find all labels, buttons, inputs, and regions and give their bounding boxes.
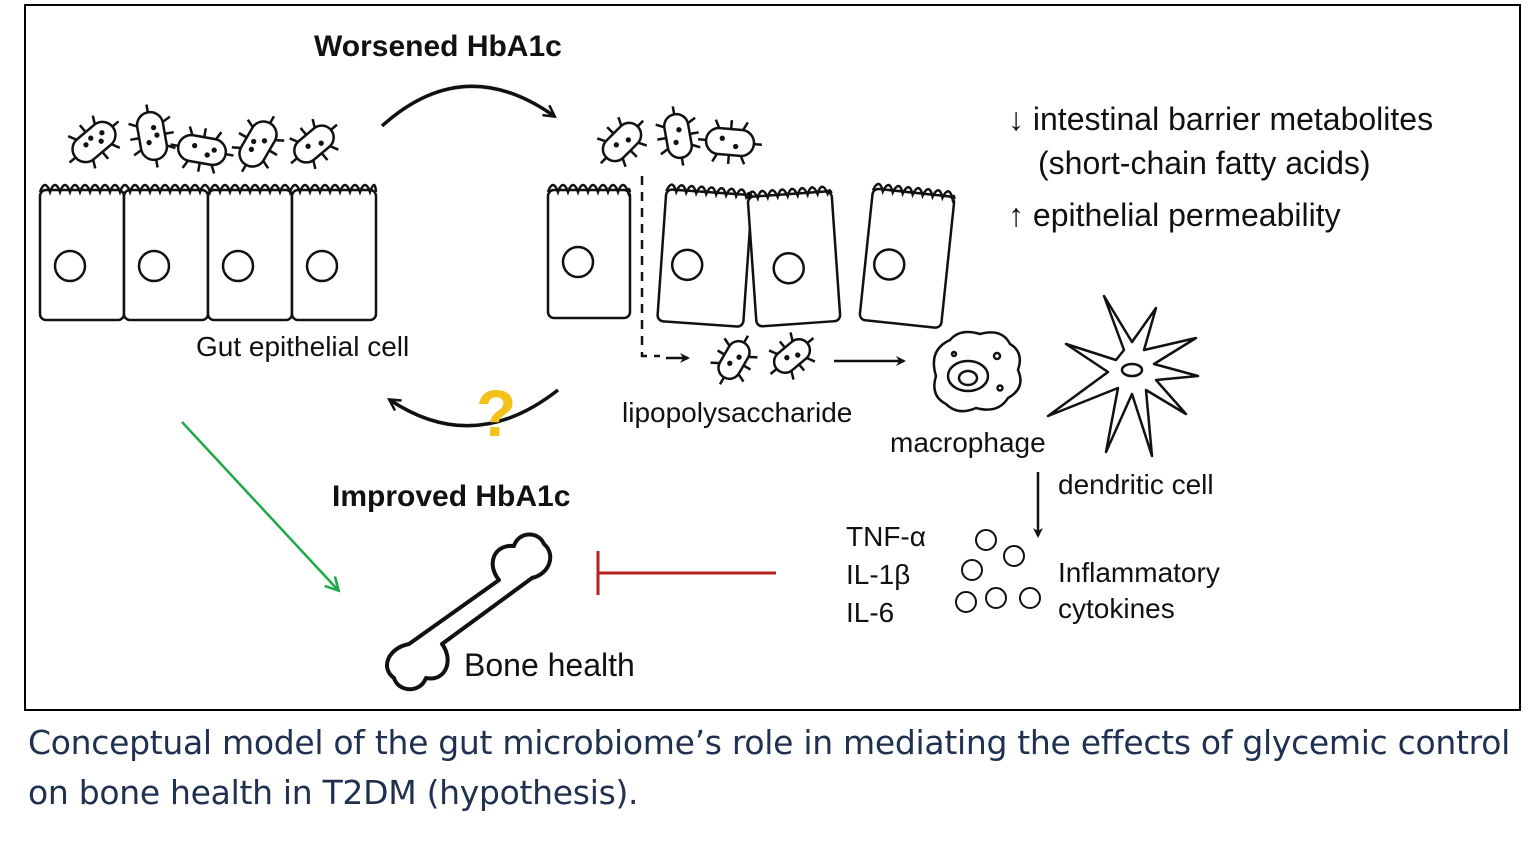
bacteria-cluster-top-right xyxy=(596,106,762,168)
improved-hba1c-label: Improved HbA1c xyxy=(332,480,570,513)
figure-caption: Conceptual model of the gut microbiome’s… xyxy=(28,723,1510,812)
cytokine-list: TNF-α IL-1β IL-6 xyxy=(846,521,926,628)
bacteria-cluster-top-left xyxy=(67,104,339,174)
cytokines-label: cytokines xyxy=(1058,593,1175,624)
effects-text: ↓ intestinal barrier metabolites (short-… xyxy=(1008,101,1433,233)
lipopolysaccharide-label: lipopolysaccharide xyxy=(622,397,852,428)
cytokine-il1b: IL-1β xyxy=(846,559,910,590)
cytokine-il6: IL-6 xyxy=(846,597,894,628)
gut-bone-diagram: Worsened HbA1c Gut epithelial cell xyxy=(38,30,1433,692)
leaky-epithelium xyxy=(546,182,956,329)
bone-icon xyxy=(385,532,553,692)
dendritic-cell-label: dendritic cell xyxy=(1058,469,1214,500)
inflammatory-label: Inflammatory xyxy=(1058,557,1220,588)
worsened-arrow xyxy=(380,84,554,128)
gut-epithelial-cell-label: Gut epithelial cell xyxy=(196,331,409,362)
lps-bacteria xyxy=(710,332,816,385)
cytokine-circles xyxy=(955,529,1041,613)
dendritic-cell xyxy=(1046,294,1200,458)
worsened-hba1c-label: Worsened HbA1c xyxy=(314,30,562,63)
effects-line-2: (short-chain fatty acids) xyxy=(1038,145,1371,181)
question-mark: ? xyxy=(476,376,516,450)
macrophage-cell xyxy=(932,330,1022,413)
effects-line-1: ↓ intestinal barrier metabolites xyxy=(1008,101,1433,137)
cytokine-tnf: TNF-α xyxy=(846,521,926,552)
translocation-dashed-path xyxy=(640,176,660,358)
macrophage-label: macrophage xyxy=(890,427,1046,458)
intact-epithelium xyxy=(38,183,378,322)
effects-line-3: ↑ epithelial permeability xyxy=(1008,197,1341,233)
figure-frame xyxy=(24,4,1521,711)
bone-health-label: Bone health xyxy=(464,647,635,683)
inhibition-line xyxy=(596,551,776,595)
improved-arrow xyxy=(390,388,560,428)
green-promote-arrow xyxy=(181,421,338,590)
